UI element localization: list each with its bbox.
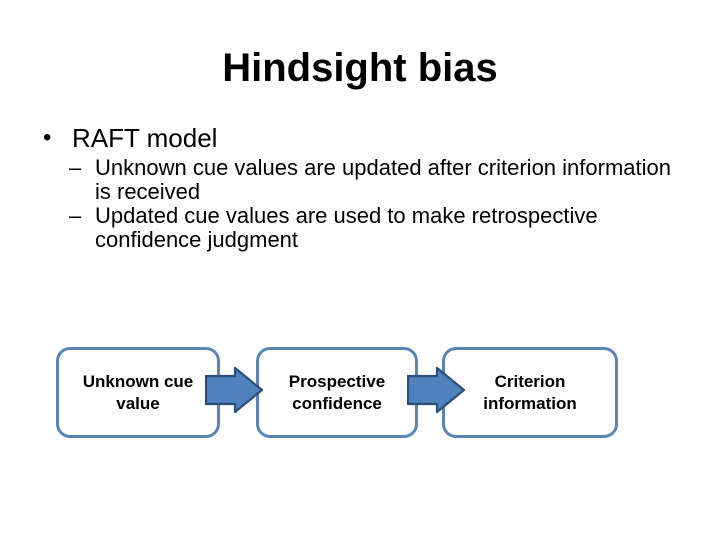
- box-line: information: [483, 393, 577, 413]
- bullet-text: RAFT model: [72, 123, 218, 153]
- box-line: Unknown cue: [82, 371, 194, 391]
- sub-bullet-line: Updated cue values are used to make retr…: [95, 203, 598, 228]
- flow-box-prospective-confidence: Prospective confidence: [256, 347, 418, 438]
- sub-bullet-line: Unknown cue values are updated after cri…: [95, 155, 671, 180]
- slide-title: Hindsight bias: [222, 46, 498, 90]
- box-line: value: [116, 393, 160, 413]
- dash-marker: –: [69, 155, 82, 180]
- right-arrow-icon: [205, 366, 264, 414]
- bullet-dot-marker: •: [43, 124, 52, 151]
- sub-bullet-line: confidence judgment: [95, 227, 299, 252]
- sub-bullet-list: – Unknown cue values are updated after c…: [69, 156, 671, 252]
- dash-marker: –: [69, 203, 82, 228]
- sub-bullet-item: – Unknown cue values are updated after c…: [69, 156, 671, 204]
- flow-box-criterion-information: Criterion information: [442, 347, 618, 438]
- flow-box-unknown-cue-value: Unknown cue value: [56, 347, 220, 438]
- box-line: confidence: [292, 393, 382, 413]
- bullet-item-raft-model: • RAFT model: [43, 123, 217, 153]
- sub-bullet-text: Unknown cue values are updated after cri…: [95, 156, 671, 204]
- right-arrow-icon: [407, 366, 466, 414]
- sub-bullet-text: Updated cue values are used to make retr…: [95, 204, 598, 252]
- box-line: Prospective: [288, 371, 386, 391]
- box-line: Criterion: [494, 371, 566, 391]
- sub-bullet-line: is received: [95, 179, 201, 204]
- sub-bullet-item: – Updated cue values are used to make re…: [69, 204, 671, 252]
